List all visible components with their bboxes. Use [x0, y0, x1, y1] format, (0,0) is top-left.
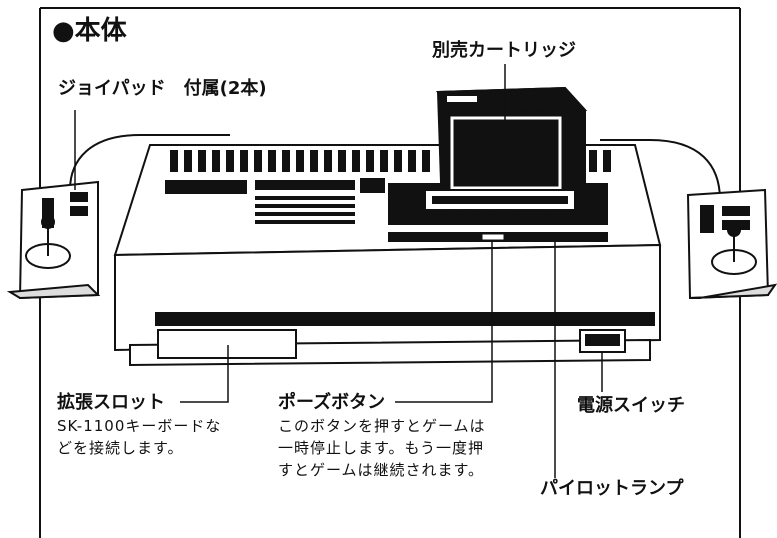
- pilot-lamp-label: パイロットランプ: [540, 478, 684, 499]
- left-joypad-illustration: [6, 180, 101, 300]
- power-switch-label: 電源スイッチ: [577, 395, 685, 416]
- expansion-slot-description: SK-1100キーボードなどを接続します。: [57, 417, 222, 457]
- pause-button-label: ポーズボタン: [278, 392, 386, 413]
- right-controller-cord: [600, 139, 721, 201]
- left-controller-cord: [69, 134, 230, 191]
- cartridge-illustration: [424, 86, 588, 214]
- cartridge-label: 別売カートリッジ: [432, 40, 576, 61]
- right-joypad-illustration: [686, 188, 777, 300]
- pause-button-description: このボタンを押すとゲームは一時停止します。もう一度押すとゲームは継続されます。: [278, 417, 486, 479]
- console-body: [113, 144, 662, 367]
- leader-lines: [74, 64, 603, 478]
- page-title: ●本体: [52, 16, 127, 46]
- joypad-label: ジョイパッド 付属(2本): [58, 78, 267, 99]
- expansion-slot-label: 拡張スロット: [57, 392, 165, 413]
